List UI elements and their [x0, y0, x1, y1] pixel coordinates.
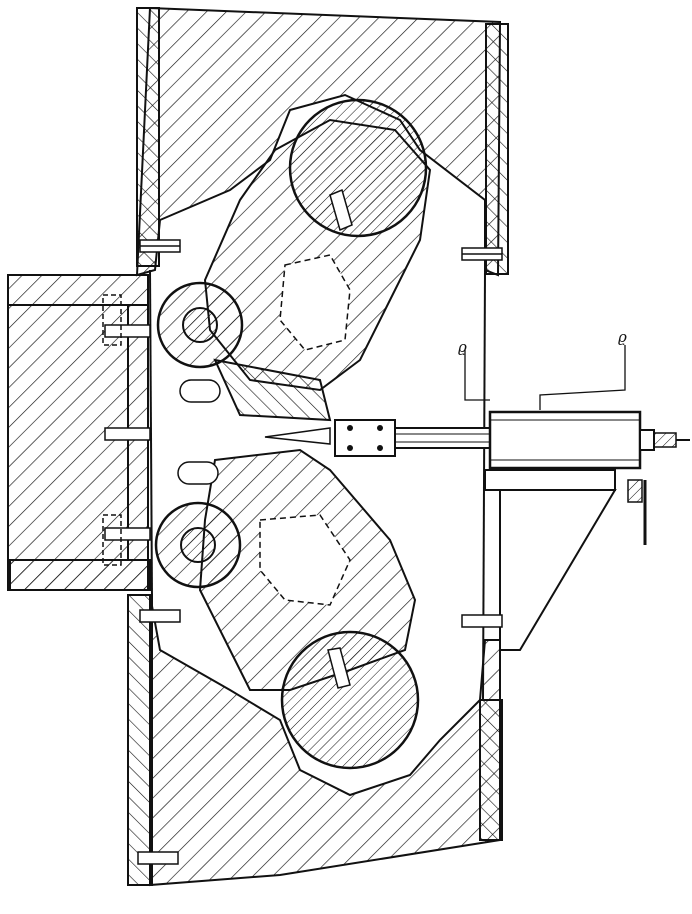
lower-large-roller: [280, 630, 420, 770]
left-pins: [102, 294, 122, 566]
pneumatic-cylinder: [488, 410, 690, 470]
bolt-3: [104, 324, 151, 338]
blade-tip: [264, 427, 331, 445]
bottom-housing: [127, 594, 503, 887]
bolt-6: [139, 609, 181, 623]
lower-small-roller: [154, 461, 242, 589]
spring-label-left: ϱ: [458, 338, 467, 356]
bolt-5: [104, 527, 151, 541]
spring-label-right: ϱ: [618, 328, 627, 346]
bolt-8: [137, 851, 179, 865]
support-bracket: [484, 469, 617, 651]
bolt-2: [461, 247, 503, 261]
piston-assembly: [334, 419, 491, 457]
bolt-7: [461, 614, 503, 628]
lower-cam-lever: [198, 448, 417, 691]
wire-connections: ϱ ϱ: [458, 328, 627, 410]
upper-small-roller: [156, 281, 244, 403]
upper-large-roller: [288, 98, 428, 238]
valve-lever: [627, 479, 647, 545]
bolts: [104, 239, 503, 865]
bolt-4: [104, 427, 151, 441]
top-housing: [135, 6, 509, 277]
bolt-1: [139, 239, 181, 253]
